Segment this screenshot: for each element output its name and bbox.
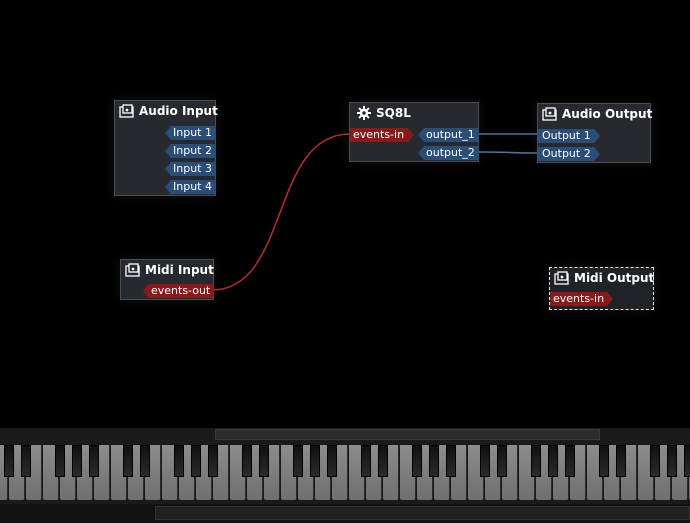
audio-port-output-1[interactable]: Output 1 xyxy=(538,129,600,143)
piano-black-key[interactable] xyxy=(429,445,439,477)
device-icon xyxy=(119,103,134,119)
node-header[interactable]: Audio Input xyxy=(115,101,218,121)
midi-output-node[interactable]: Midi Output events-in xyxy=(549,267,654,310)
audio-port-output-1[interactable]: output_1 xyxy=(418,128,479,142)
node-header[interactable]: Midi Output xyxy=(550,268,655,288)
node-header[interactable]: Midi Input xyxy=(121,260,214,280)
midi-connection-wire[interactable] xyxy=(211,133,351,291)
scrollbar-thumb[interactable] xyxy=(155,506,690,520)
piano-black-key[interactable] xyxy=(4,445,14,477)
keyboard-horizontal-scrollbar[interactable] xyxy=(0,504,690,523)
piano-black-key[interactable] xyxy=(565,445,575,477)
piano-black-key[interactable] xyxy=(140,445,150,477)
midi-port-events-out[interactable]: events-out xyxy=(143,284,214,298)
audio-port-input-3[interactable]: Input 3 xyxy=(165,162,216,176)
piano-black-key[interactable] xyxy=(72,445,82,477)
piano-black-key[interactable] xyxy=(259,445,269,477)
piano-black-key[interactable] xyxy=(361,445,371,477)
piano-black-key[interactable] xyxy=(123,445,133,477)
piano-black-key[interactable] xyxy=(650,445,660,477)
device-icon xyxy=(554,270,569,286)
piano-black-key[interactable] xyxy=(616,445,626,477)
audio-port-input-2[interactable]: Input 2 xyxy=(165,144,216,158)
node-title: Midi Input xyxy=(145,263,214,277)
piano-black-key[interactable] xyxy=(497,445,507,477)
piano-black-key[interactable] xyxy=(480,445,490,477)
audio-output-node[interactable]: Audio Output Output 1 Output 2 xyxy=(537,103,653,163)
audio-port-output-2[interactable]: Output 2 xyxy=(538,147,600,161)
node-title: Audio Input xyxy=(139,104,218,118)
piano-black-key[interactable] xyxy=(242,445,252,477)
piano-black-key[interactable] xyxy=(599,445,609,477)
patchbay-canvas[interactable]: Audio Input Input 1 Input 2 Input 3 Inpu… xyxy=(0,0,690,428)
audio-port-output-2[interactable]: output_2 xyxy=(418,146,479,160)
piano-black-key[interactable] xyxy=(208,445,218,477)
node-title: Audio Output xyxy=(562,107,653,121)
piano-black-key[interactable] xyxy=(191,445,201,477)
node-header[interactable]: SQ8L xyxy=(350,103,478,123)
piano-black-key[interactable] xyxy=(310,445,320,477)
piano-black-key[interactable] xyxy=(174,445,184,477)
gear-icon xyxy=(356,106,371,121)
piano-black-key[interactable] xyxy=(446,445,456,477)
canvas-horizontal-scrollbar[interactable] xyxy=(0,428,690,442)
audio-input-node[interactable]: Audio Input Input 1 Input 2 Input 3 Inpu… xyxy=(114,100,218,196)
sq8l-plugin-node[interactable]: SQ8L events-in output_1 output_2 xyxy=(349,102,479,162)
node-header[interactable]: Audio Output xyxy=(538,104,653,124)
piano-black-key[interactable] xyxy=(667,445,677,477)
piano-black-key[interactable] xyxy=(378,445,388,477)
connection-wires xyxy=(211,133,539,291)
device-icon xyxy=(542,106,557,122)
piano-black-key[interactable] xyxy=(684,445,690,477)
piano-black-key[interactable] xyxy=(21,445,31,477)
piano-black-key[interactable] xyxy=(293,445,303,477)
piano-black-key[interactable] xyxy=(89,445,99,477)
audio-connection-wire[interactable] xyxy=(477,151,539,154)
midi-port-events-in[interactable]: events-in xyxy=(350,128,414,142)
piano-black-key[interactable] xyxy=(327,445,337,477)
midi-port-events-in[interactable]: events-in xyxy=(550,292,613,306)
node-title: SQ8L xyxy=(376,106,411,120)
device-icon xyxy=(125,262,140,278)
node-title: Midi Output xyxy=(574,271,655,285)
piano-black-key[interactable] xyxy=(55,445,65,477)
audio-port-input-1[interactable]: Input 1 xyxy=(165,126,216,140)
piano-black-key[interactable] xyxy=(531,445,541,477)
piano-black-key[interactable] xyxy=(548,445,558,477)
piano-keyboard[interactable] xyxy=(0,442,690,504)
midi-input-node[interactable]: Midi Input events-out xyxy=(120,259,214,300)
audio-port-input-4[interactable]: Input 4 xyxy=(165,180,216,194)
scrollbar-thumb[interactable] xyxy=(215,429,600,440)
piano-black-key[interactable] xyxy=(412,445,422,477)
